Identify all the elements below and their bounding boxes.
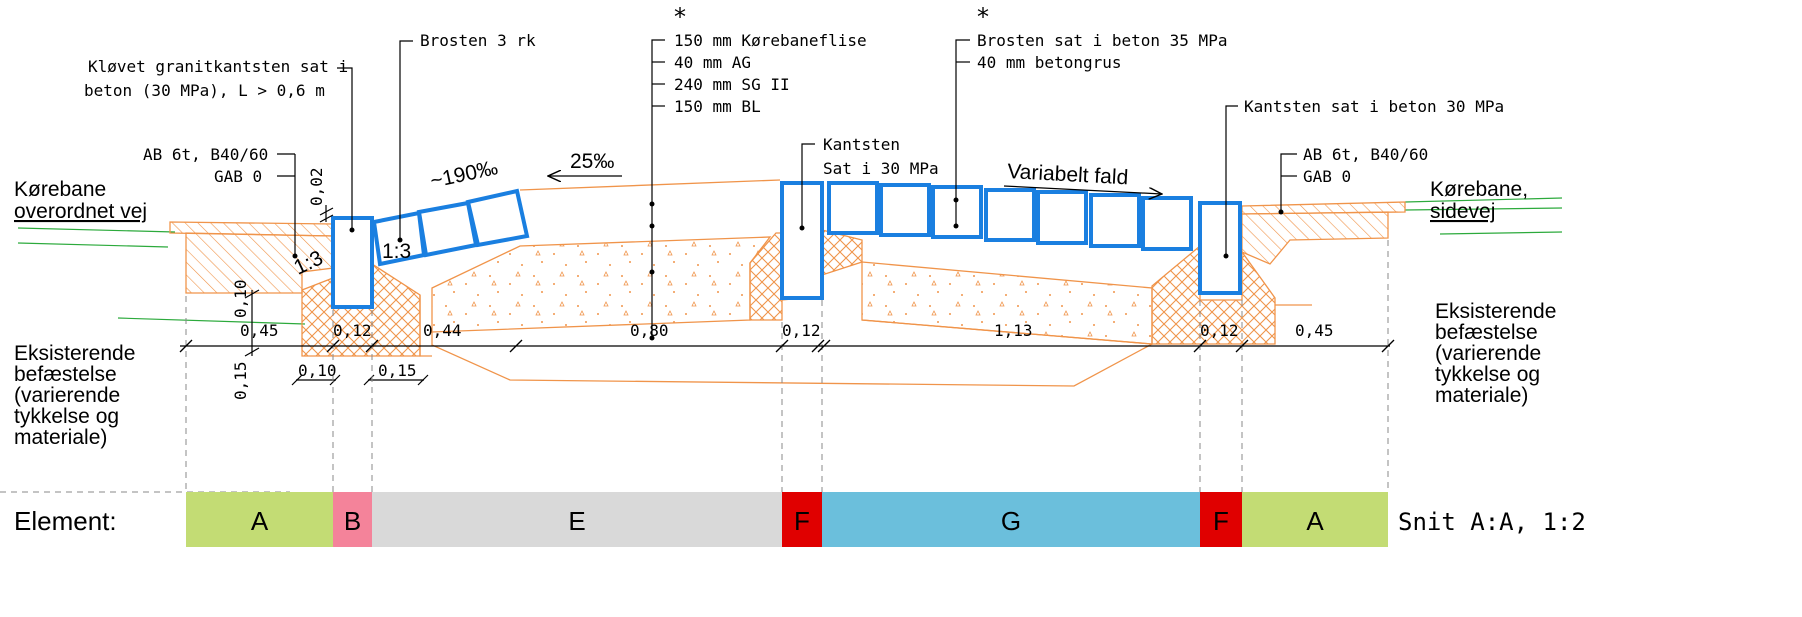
slope-arrow-variabelt: [1003, 185, 1162, 194]
dim-value: 0,44: [423, 321, 462, 340]
snit-label: Snit A:A, 1:2: [1398, 508, 1586, 536]
vdim-015: 0,15: [231, 361, 250, 400]
element-band-a: [1242, 492, 1388, 547]
svg-text:Eksisterende: Eksisterende: [14, 342, 135, 365]
layer-label-4: 150 mm BL: [674, 97, 761, 116]
svg-text:befæstelse: befæstelse: [1435, 321, 1538, 344]
kantsten-mid-1: Kantsten: [823, 135, 900, 154]
element-letter: A: [1306, 506, 1324, 536]
element-letter: G: [1001, 506, 1021, 536]
svg-text:(varierende: (varierende: [14, 384, 120, 407]
svg-text:befæstelse: befæstelse: [14, 363, 117, 386]
paver-3: [465, 188, 530, 248]
dim-value: 0,45: [1295, 321, 1334, 340]
korebane-right-2: sidevej: [1430, 200, 1495, 223]
vdim-010: 0,10: [231, 279, 250, 318]
extension-lines: [0, 240, 1389, 493]
element-letter: F: [794, 506, 810, 536]
brosten35-label-1: Brosten sat i beton 35 MPa: [977, 31, 1227, 50]
korebane-right-1: Kørebane,: [1430, 178, 1528, 201]
layer-label-1: 150 mm Kørebaneflise: [674, 31, 867, 50]
asterisk-2: *: [977, 3, 989, 31]
slope-190-label: ~190‰: [428, 156, 500, 193]
element-letter: F: [1213, 506, 1229, 536]
element-band-a: [186, 492, 333, 547]
svg-text:tykkelse og: tykkelse og: [1435, 363, 1540, 386]
element-letter: E: [568, 506, 585, 536]
ab-left-1: AB 6t, B40/60: [143, 145, 268, 164]
slope-25-label: 25‰: [570, 150, 614, 173]
element-row: Element: A B E F G F A Snit A:A, 1:2: [14, 492, 1586, 547]
svg-text:materiale): materiale): [1435, 384, 1528, 407]
leader-lines: [277, 39, 1297, 338]
ratio-2: 1:3: [382, 240, 411, 263]
ab-right-2: GAB 0: [1303, 167, 1351, 186]
brosten-3rk-label: Brosten 3 rk: [420, 31, 536, 50]
asterisk-1: *: [674, 3, 686, 31]
leader-dots: [292, 197, 1284, 341]
dim-value: 0,80: [630, 321, 669, 340]
svg-text:tykkelse og: tykkelse og: [14, 405, 119, 428]
dim-value: 0,12: [1200, 321, 1239, 340]
ab-right-1: AB 6t, B40/60: [1303, 145, 1428, 164]
paver-2: [416, 200, 479, 258]
element-band-g: [822, 492, 1200, 547]
hdim-015: 0,15: [378, 361, 417, 380]
gravel-base: [419, 179, 1312, 387]
granite-curb-left: [331, 216, 374, 309]
dim-value: 0,12: [333, 321, 372, 340]
dim-value: 0,12: [782, 321, 821, 340]
element-letter: A: [251, 506, 269, 536]
paver-g5: [1036, 190, 1088, 245]
korebane-left-1: Kørebane: [14, 178, 106, 201]
paver-g6: [1089, 193, 1141, 248]
layer-label-3: 240 mm SG II: [674, 75, 790, 94]
existing-pavement-left: Eksisterende befæstelse (varierende tykk…: [14, 342, 135, 449]
existing-pavement-right: Eksisterende befæstelse (varierende tykk…: [1435, 300, 1556, 407]
existing-ground-lines: [17, 197, 1563, 325]
brosten35-label-2: 40 mm betongrus: [977, 53, 1122, 72]
korebane-left-2: overordnet vej: [14, 200, 147, 223]
element-band-e: [372, 492, 782, 547]
element-label: Element:: [14, 506, 117, 536]
curb-right: [1198, 201, 1242, 295]
granit-label-1: Kløvet granitkantsten sat i: [88, 57, 348, 76]
layer-label-2: 40 mm AG: [674, 53, 751, 72]
svg-text:(varierende: (varierende: [1435, 342, 1541, 365]
dim-value: 0,45: [240, 321, 279, 340]
svg-text:materiale): materiale): [14, 426, 107, 449]
element-letter: B: [344, 506, 361, 536]
dimension-line: [179, 339, 1395, 353]
paver-g3: [931, 185, 983, 239]
concrete-bedding: [301, 229, 1276, 357]
curb-middle: [780, 181, 824, 300]
vdim-002: 0,02: [307, 167, 326, 206]
hdim-010: 0,10: [298, 361, 337, 380]
element-band-f: [782, 492, 822, 547]
svg-text:Eksisterende: Eksisterende: [1435, 300, 1556, 323]
dimension-values: 0,45 0,12 0,44 0,80 0,12 1,13 0,12 0,45: [240, 321, 1334, 340]
kantsten-mid-2: Sat i 30 MPa: [823, 159, 939, 178]
paver-g1: [827, 181, 879, 235]
paver-g4: [984, 188, 1036, 242]
paver-g2: [879, 183, 931, 237]
stones-and-curbs: [331, 181, 1242, 309]
granit-label-2: beton (30 MPa), L > 0,6 m: [84, 81, 325, 100]
ab-left-2: GAB 0: [214, 167, 262, 186]
kantsten30-label: Kantsten sat i beton 30 MPa: [1244, 97, 1504, 116]
dim-value: 1,13: [994, 321, 1033, 340]
element-band-f: [1200, 492, 1242, 547]
variabelt-label: Variabelt fald: [1007, 160, 1129, 189]
paver-g7: [1141, 196, 1193, 251]
element-band-b: [333, 492, 372, 547]
vertical-dimensions: [244, 205, 334, 357]
